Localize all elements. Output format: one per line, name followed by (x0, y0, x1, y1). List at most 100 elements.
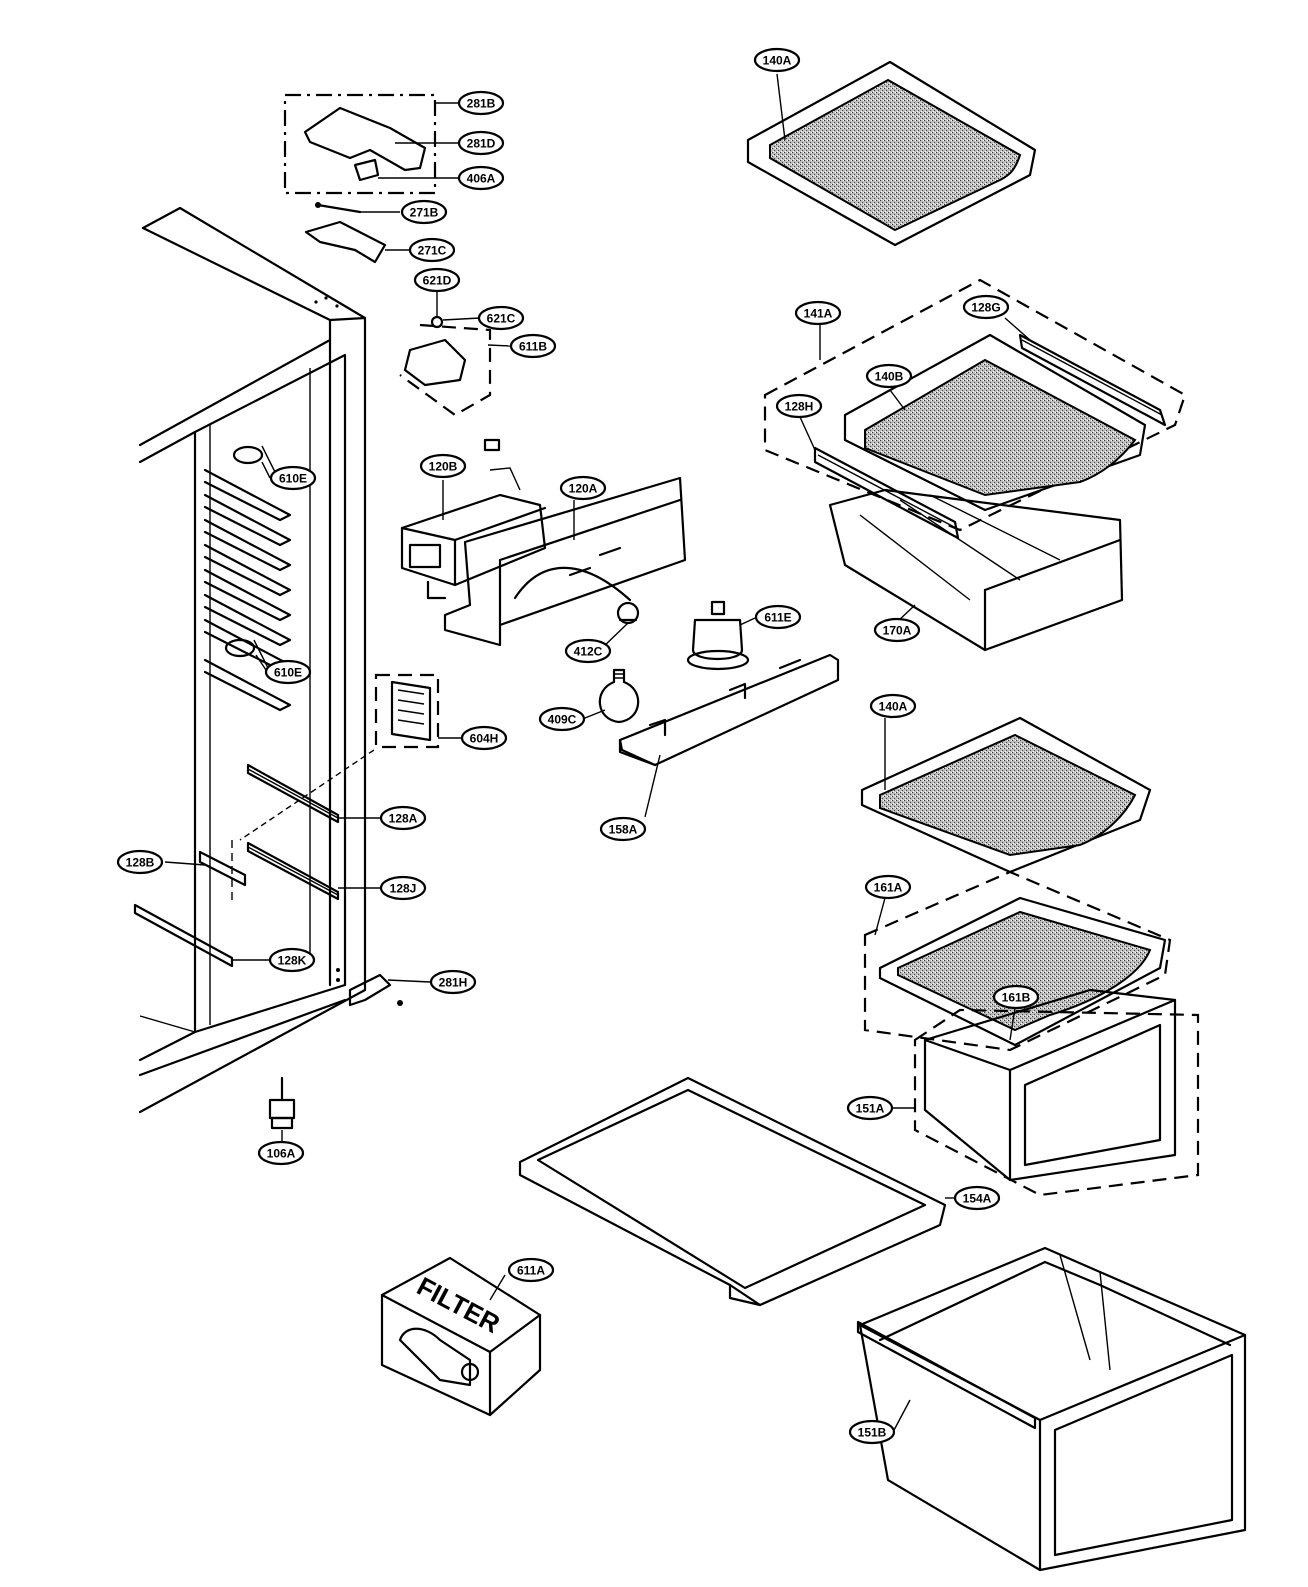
callout-label: 604H (470, 732, 499, 746)
callout-label: 128B (126, 856, 155, 870)
callout-label: 271C (418, 244, 447, 258)
part-611e (686, 600, 750, 671)
callout-label: 611A (517, 1264, 545, 1278)
callout-128h: 128H (775, 393, 823, 419)
part-120b (400, 438, 547, 600)
callout-label: 281B (467, 97, 496, 111)
callout-621c: 621C (477, 305, 525, 331)
callout-161b: 161B (992, 984, 1040, 1010)
callout-120a: 120A (559, 475, 607, 501)
callout-621d: 621D (413, 267, 461, 293)
callout-label: 140A (879, 700, 908, 714)
callout-label: 610E (274, 666, 302, 680)
callout-label: 140B (875, 370, 904, 384)
shelf-140a-top (746, 60, 1037, 247)
assembly-141a (763, 278, 1187, 532)
callout-label: 128K (278, 954, 307, 968)
callout-label: 621D (423, 274, 452, 288)
drawer-151b (856, 1246, 1247, 1572)
callout-141a: 141A (794, 300, 842, 326)
callout-151a: 151A (846, 1095, 894, 1121)
wall-shelf-rails (203, 468, 292, 712)
callout-label: 611B (519, 340, 547, 354)
callout-281d: 281D (457, 130, 505, 156)
callout-120b: 120B (419, 453, 467, 479)
assembly-161a (863, 870, 1172, 1052)
bracket-128b (198, 850, 247, 887)
callout-label: 406A (467, 172, 496, 186)
callout-label: 412C (574, 645, 603, 659)
callout-610e-bottom: 610E (264, 659, 312, 685)
tray-154a (518, 1076, 947, 1307)
part-611b (399, 292, 492, 417)
callout-158a: 158A (599, 816, 647, 842)
part-412c (616, 601, 640, 625)
callout-604h: 604H (460, 725, 508, 751)
cover-161a (878, 896, 1167, 1047)
drawer-170a (828, 488, 1124, 652)
callout-label: 161A (874, 881, 903, 895)
callout-409c: 409C (538, 706, 586, 732)
callout-271b: 271B (400, 199, 448, 225)
callout-281h: 281H (429, 969, 477, 995)
callout-611b: 611B (509, 333, 557, 359)
filter-label: FILTER (412, 1271, 505, 1339)
callout-611a: 611A (507, 1257, 555, 1283)
callout-140a-mid: 140A (869, 693, 917, 719)
part-271c (304, 220, 387, 264)
callout-label: 281H (439, 976, 468, 990)
part-604h (374, 673, 440, 749)
rail-128k (133, 903, 234, 968)
part-409c (598, 668, 640, 724)
rail-128g (1018, 333, 1167, 427)
callout-label: 409C (548, 713, 577, 727)
callout-label: 271B (410, 206, 439, 220)
shelf-140a-mid (860, 716, 1152, 874)
callout-label: 158A (609, 823, 638, 837)
callout-label: 161B (1002, 991, 1031, 1005)
callout-label: 611E (764, 611, 791, 625)
part-281h (348, 973, 403, 1007)
rail-128j (246, 841, 340, 901)
callout-label: 154A (963, 1192, 992, 1206)
callout-128a: 128A (379, 805, 427, 831)
callout-label: 141A (804, 307, 833, 321)
callout-140a-top: 140A (753, 47, 801, 73)
part-106a (268, 1076, 296, 1130)
callout-281b: 281B (457, 90, 505, 116)
callout-128j: 128J (379, 875, 427, 901)
rail-128a (246, 763, 340, 824)
callout-170a: 170A (873, 617, 921, 643)
part-158a (618, 653, 840, 767)
callout-161a: 161A (864, 874, 912, 900)
callout-label: 151A (856, 1102, 885, 1116)
part-271b (315, 202, 362, 214)
callout-106a: 106A (257, 1140, 305, 1166)
callout-611e: 611E (754, 604, 802, 630)
callout-151b: 151B (848, 1419, 896, 1445)
callout-label: 610E (279, 472, 307, 486)
callout-140b: 140B (865, 363, 913, 389)
callout-label: 621C (487, 312, 516, 326)
shelf-140b (843, 333, 1147, 512)
callout-label: 281D (467, 137, 496, 151)
callout-128g: 128G (962, 294, 1010, 320)
part-120a (443, 476, 687, 647)
callout-label: 140A (763, 54, 792, 68)
callout-154a: 154A (953, 1185, 1001, 1211)
callout-label: 128G (971, 301, 1000, 315)
drawer-151a (913, 988, 1200, 1197)
callout-610e-top: 610E (269, 465, 317, 491)
callout-label: 128J (390, 882, 417, 896)
callout-label: 128A (389, 812, 418, 826)
part-281b-assembly (283, 93, 437, 195)
callout-label: 128H (785, 400, 814, 414)
callout-128b: 128B (116, 849, 164, 875)
callout-412c: 412C (564, 638, 612, 664)
callout-label: 170A (883, 624, 912, 638)
callout-128k: 128K (268, 947, 316, 973)
callout-label: 120A (569, 482, 598, 496)
callout-label: 151B (858, 1426, 887, 1440)
